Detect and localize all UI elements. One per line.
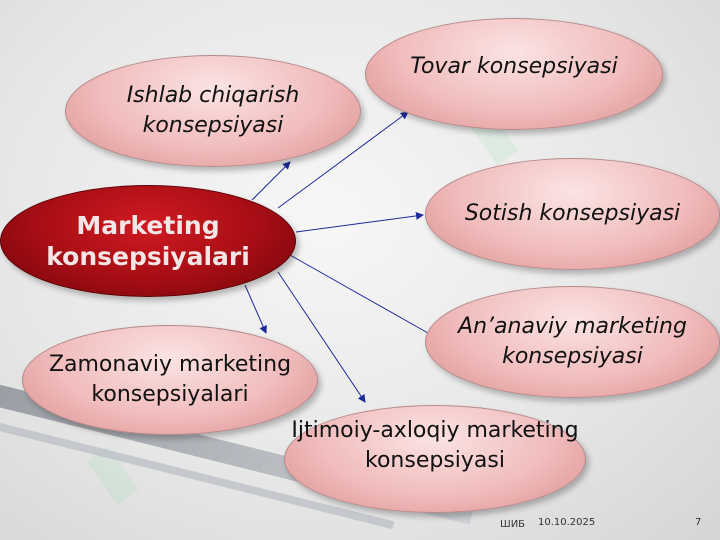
node-label: Ijtimoiy-axloqiy marketing konsepsiyasi bbox=[291, 418, 579, 473]
arrow-to-tovar bbox=[277, 111, 409, 209]
node-label: Zamonaviy marketing konsepsiyalari bbox=[48, 352, 292, 407]
arrow-to-sotish bbox=[295, 211, 424, 233]
arrow-to-ananaviy bbox=[289, 254, 436, 338]
node-zamonaviy: Zamonaviy marketing konsepsiyalari bbox=[22, 325, 318, 435]
arrow-to-ishlab bbox=[251, 161, 291, 201]
central-node-label: Marketing konsepsiyalari bbox=[46, 210, 250, 271]
footer-org: ШИБ bbox=[500, 519, 526, 530]
node-sotish: Sotish konsepsiyasi bbox=[425, 158, 720, 270]
arrow-to-ijtimoiy bbox=[277, 271, 366, 403]
node-tovar: Tovar konsepsiyasi bbox=[365, 18, 663, 130]
node-ishlab-chiqarish: Ishlab chiqarish konsepsiyasi bbox=[65, 55, 361, 167]
node-label: Tovar konsepsiyasi bbox=[410, 54, 618, 80]
page-number: 7 bbox=[695, 517, 702, 528]
node-label: Sotish konsepsiyasi bbox=[464, 201, 681, 227]
node-label: An’anaviy marketing konsepsiyasi bbox=[458, 314, 687, 369]
node-ijtimoiy: Ijtimoiy-axloqiy marketing konsepsiyasi bbox=[284, 405, 586, 513]
node-label: Ishlab chiqarish konsepsiyasi bbox=[126, 83, 300, 138]
node-ananaviy: An’anaviy marketing konsepsiyasi bbox=[425, 286, 720, 398]
footer-date: 10.10.2025 bbox=[538, 517, 596, 528]
arrow-to-zamonaviy bbox=[244, 284, 267, 334]
central-node: Marketing konsepsiyalari bbox=[0, 185, 296, 297]
